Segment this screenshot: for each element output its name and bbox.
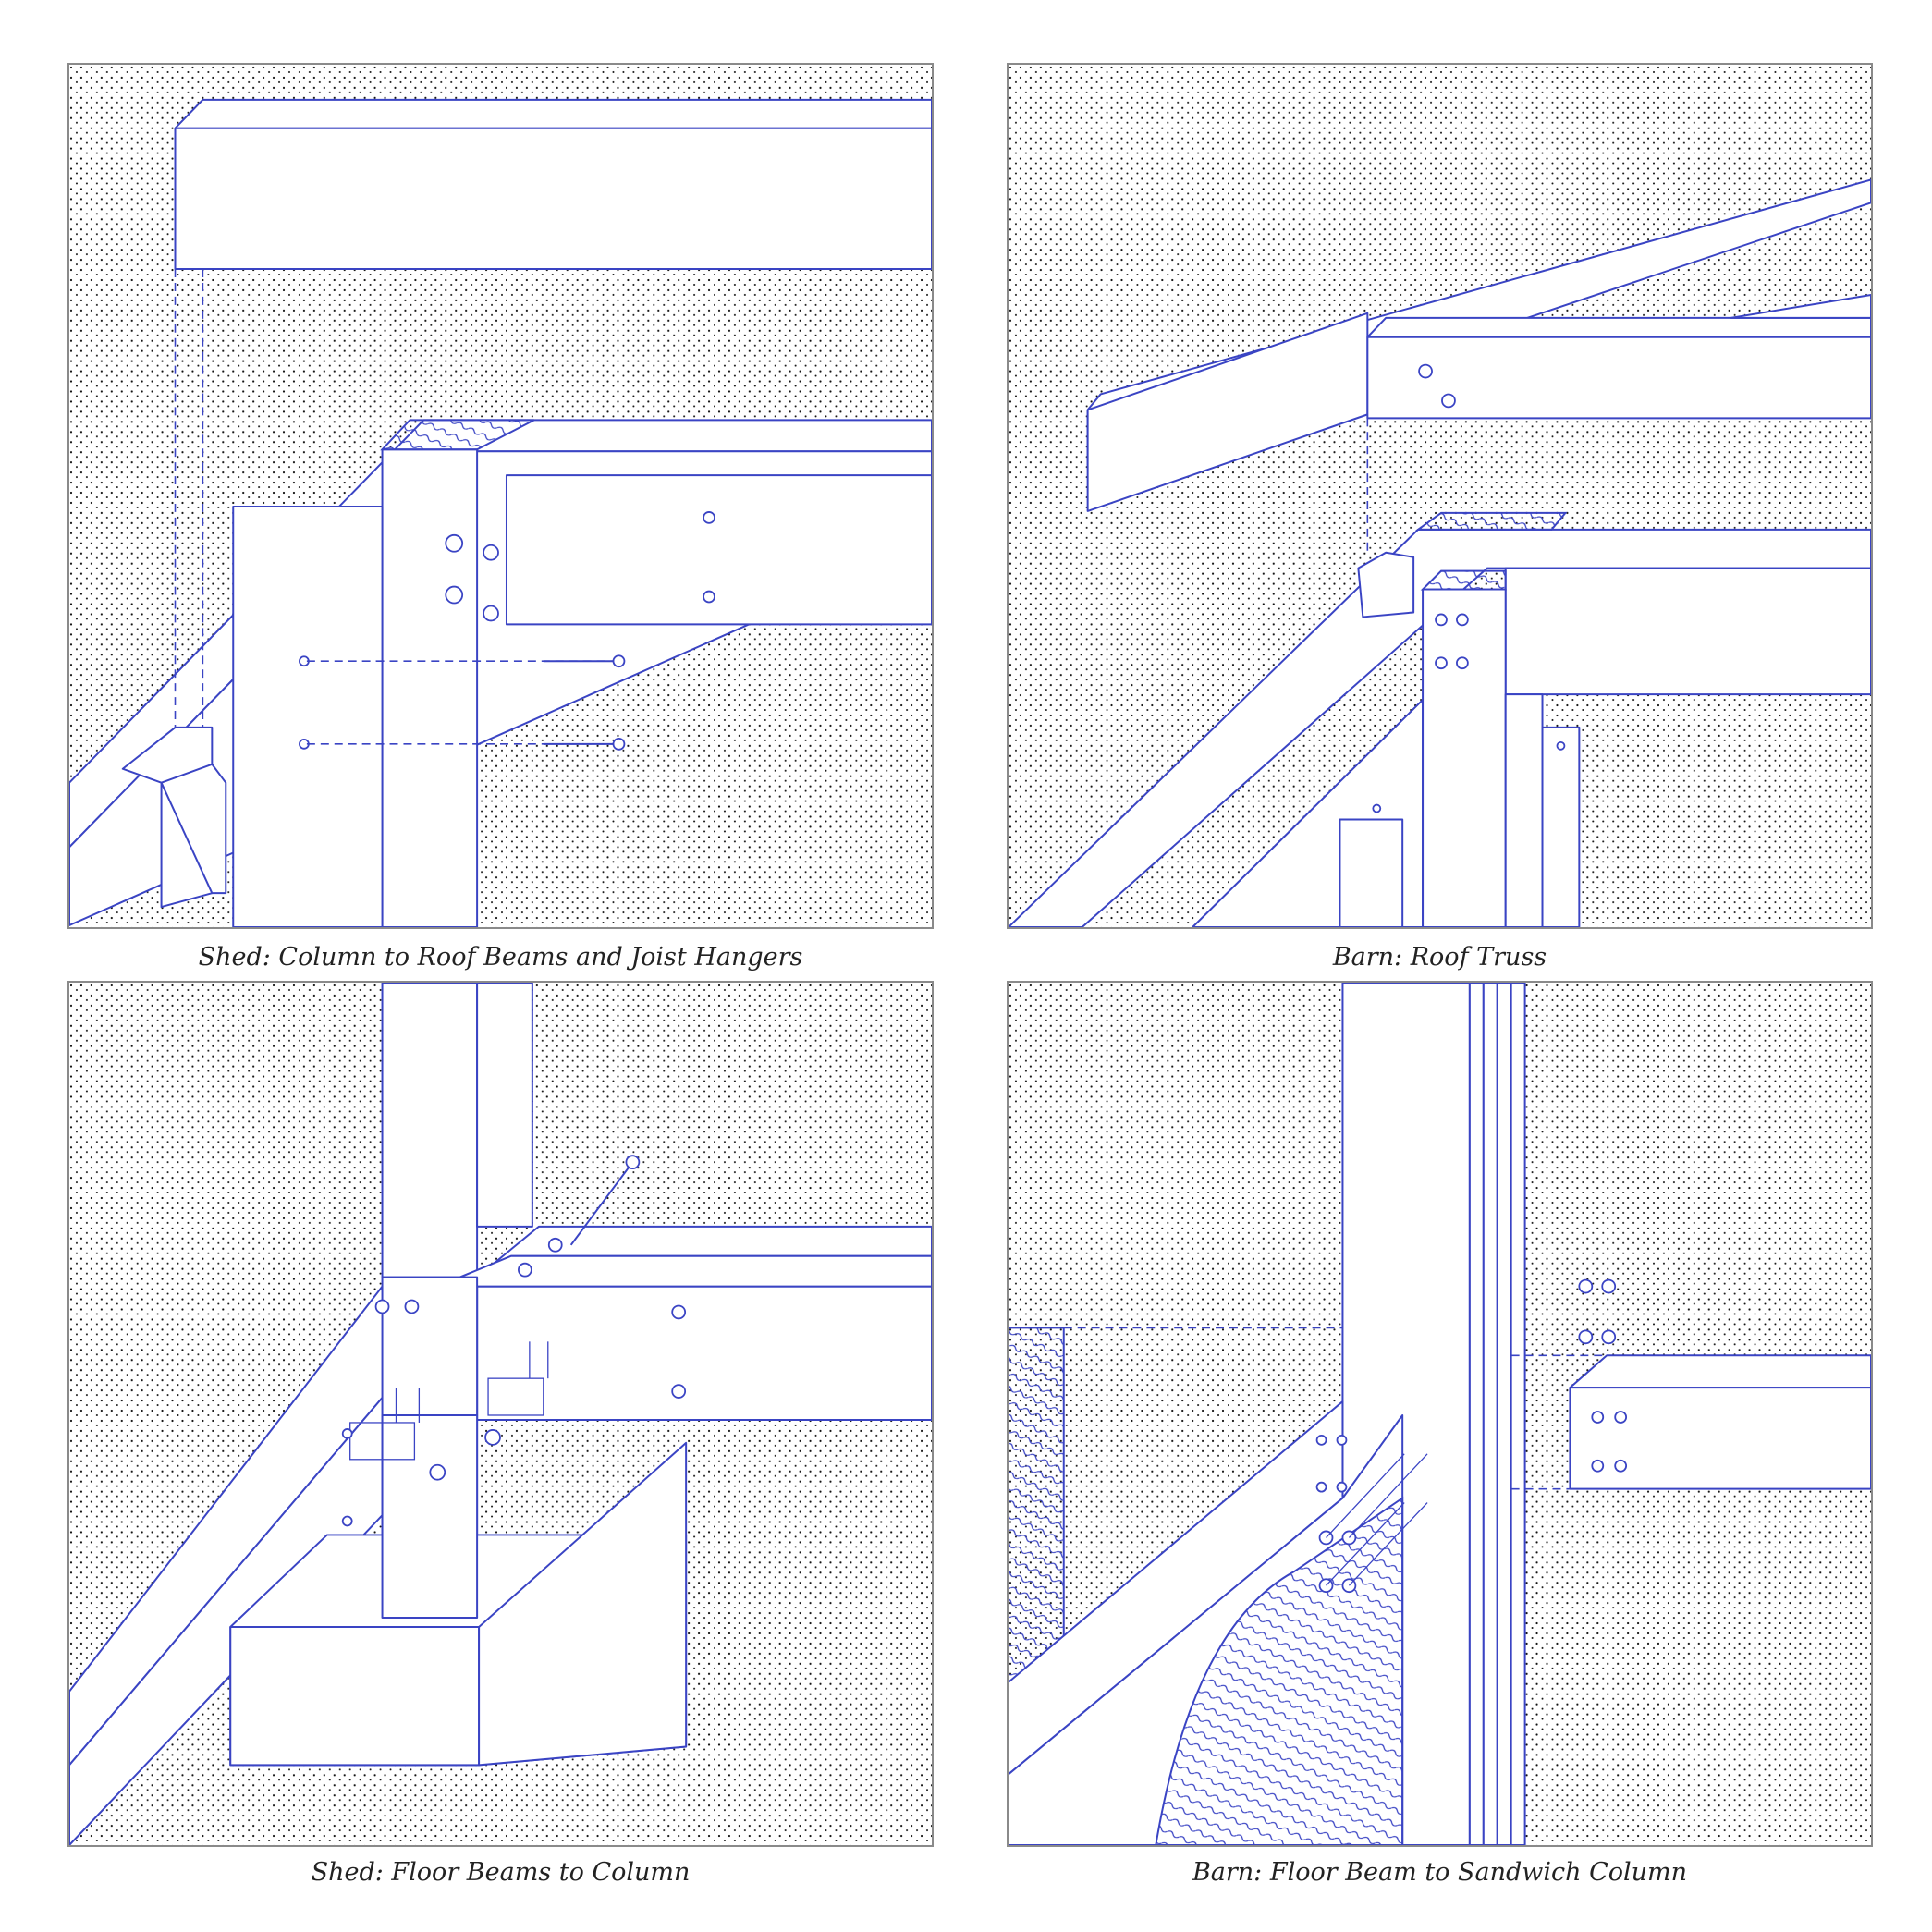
bolt-icon — [1336, 1481, 1348, 1493]
rafter-face — [232, 505, 384, 927]
stud — [1339, 818, 1404, 927]
panel-barn-sandwich-column — [1007, 981, 1873, 1847]
bolt-icon — [374, 1299, 390, 1314]
footing-side — [478, 1441, 688, 1767]
post-side-2 — [1541, 726, 1581, 927]
bolt-icon — [1456, 656, 1469, 670]
bolt-icon — [1591, 1459, 1605, 1473]
screw-icon — [341, 1428, 353, 1439]
screw-icon — [1556, 740, 1566, 751]
drawing-shed-floor-joint — [69, 983, 932, 1845]
column-end-grain — [380, 419, 535, 451]
screw-icon — [671, 1304, 687, 1320]
panel-shed-column-roof-beams — [67, 63, 934, 929]
post-bracket — [487, 1377, 544, 1416]
joist-hanger-side — [160, 763, 227, 895]
upper-beam-top — [174, 98, 932, 129]
screw-icon — [703, 511, 715, 524]
upper-beam — [174, 127, 932, 271]
bolt-icon — [1418, 363, 1433, 379]
bolt-icon — [1315, 1481, 1327, 1493]
beam-end-grain — [1155, 1496, 1404, 1845]
sandwich-ply — [1496, 983, 1512, 1845]
bolt-icon — [1441, 393, 1456, 409]
caption-barn-roof: Barn: Roof Truss — [1332, 943, 1547, 972]
tie-beam — [1504, 567, 1871, 696]
bolt-icon — [445, 585, 464, 605]
caption-shed-roof: Shed: Column to Roof Beams and Joist Han… — [198, 943, 803, 972]
bolt-icon — [1601, 1278, 1617, 1294]
bolt-icon — [518, 1262, 532, 1278]
post-bracket — [349, 1422, 416, 1461]
bottom-chord-end-grain — [1415, 511, 1568, 531]
bolt-icon — [1601, 1329, 1617, 1345]
screw-icon — [703, 590, 715, 604]
top-chord — [1366, 336, 1871, 420]
column-side — [476, 983, 533, 1228]
lag-screw-head-icon — [625, 1155, 641, 1170]
post-side — [1504, 693, 1544, 927]
floor-beam-ledge — [436, 1254, 932, 1288]
bolt-icon — [1614, 1459, 1628, 1473]
post-end-grain — [1420, 569, 1507, 591]
ridge-board — [1730, 293, 1871, 319]
drawing-barn-sandwich-column — [1009, 983, 1871, 1845]
bolt-shaft-icon — [1348, 1502, 1428, 1586]
bolt-icon — [483, 544, 499, 561]
bolt-icon — [1435, 656, 1448, 670]
caption-shed-floor: Shed: Floor Beams to Column — [311, 1858, 691, 1887]
bolt-icon — [429, 1463, 446, 1481]
drawing-barn-roof-truss — [1009, 65, 1871, 927]
drawing-shed-roof-joint — [69, 65, 932, 927]
panel-barn-roof-truss — [1007, 63, 1873, 929]
bolt-icon — [547, 1237, 563, 1253]
right-beam — [1569, 1387, 1871, 1490]
bolt-icon — [1578, 1329, 1594, 1345]
column — [381, 983, 479, 1278]
caption-barn-floor: Barn: Floor Beam to Sandwich Column — [1192, 1858, 1688, 1887]
column — [381, 448, 479, 927]
sandwich-ply — [1482, 983, 1498, 1845]
bolt-shaft-icon — [1348, 1453, 1428, 1538]
bolt-icon — [1456, 613, 1469, 627]
footing-front — [229, 1626, 481, 1767]
lag-screw-head-icon — [612, 654, 626, 668]
sandwich-ply — [1468, 983, 1485, 1845]
screw-icon — [671, 1384, 687, 1399]
lag-screw-icon — [569, 1161, 634, 1246]
lag-screw-head-icon — [612, 737, 626, 751]
right-beam-top — [1569, 1354, 1871, 1389]
panel-shed-floor-beams — [67, 981, 934, 1847]
bolt-icon — [1591, 1411, 1605, 1424]
bolt-icon — [1578, 1278, 1594, 1294]
screw-icon — [1372, 803, 1382, 813]
bolt-icon — [1435, 613, 1448, 627]
bolt-icon — [445, 533, 464, 553]
screw-icon — [341, 1515, 353, 1527]
bolt-icon — [1315, 1435, 1327, 1446]
top-chord-top — [1366, 316, 1871, 338]
angle-bracket — [1357, 551, 1415, 618]
bolt-icon — [1614, 1411, 1628, 1424]
bolt-shaft-icon — [1326, 1453, 1405, 1538]
bolt-shaft-icon — [1326, 1502, 1405, 1586]
post — [1422, 588, 1507, 927]
side-beam — [505, 474, 932, 626]
bolt-icon — [483, 605, 499, 622]
bolt-icon — [484, 1429, 501, 1446]
floor-beam — [476, 1285, 932, 1421]
sandwich-ply — [1510, 983, 1526, 1845]
bolt-icon — [404, 1299, 420, 1314]
bolt-icon — [1336, 1435, 1348, 1446]
column-base — [381, 1413, 479, 1620]
